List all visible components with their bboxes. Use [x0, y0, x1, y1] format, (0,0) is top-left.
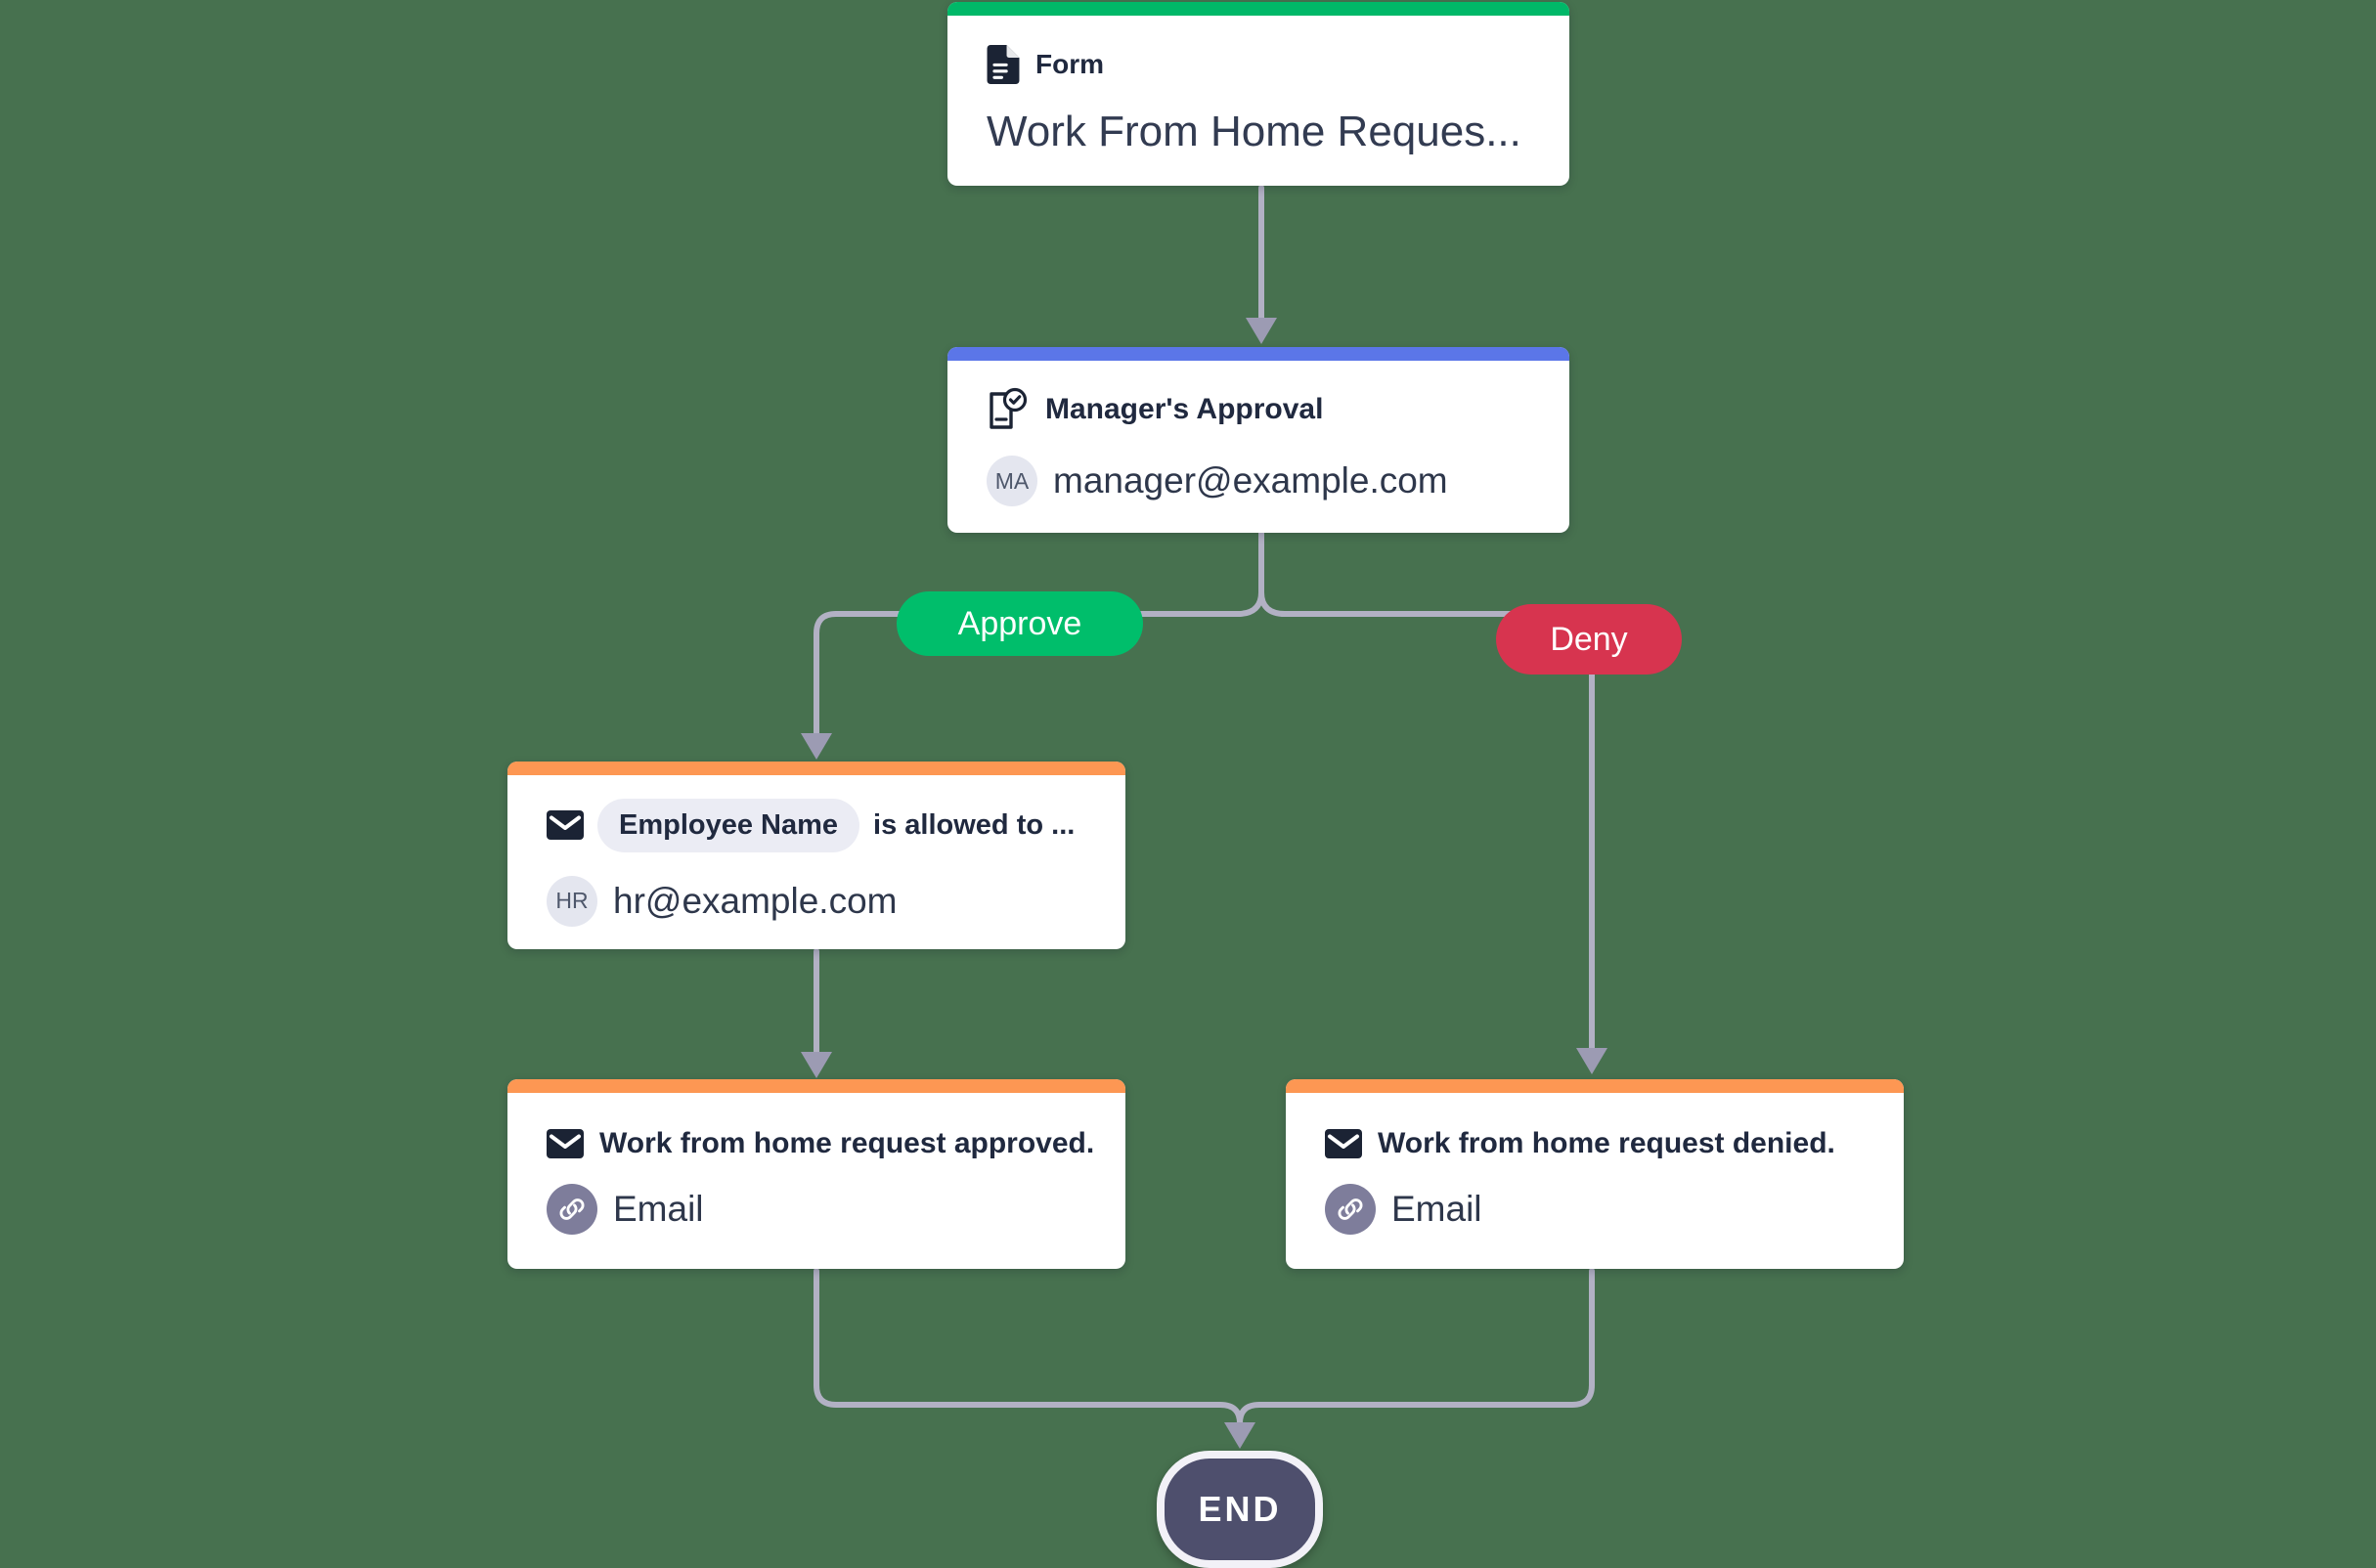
approver-avatar: MA [987, 456, 1037, 506]
deny-label: Deny [1550, 620, 1628, 658]
approval-flow-canvas: Form Work From Home Reques... Manager's … [507, 2, 1904, 1568]
employee-email-accent-bar [507, 762, 1125, 775]
approval-title: Manager's Approval [1045, 393, 1324, 425]
hr-email: hr@example.com [613, 880, 898, 921]
connector-approved-to-merge [814, 1268, 1243, 1426]
approval-accent-bar [947, 347, 1569, 361]
branch-approve-pill[interactable]: Approve [897, 591, 1143, 656]
hr-avatar: HR [547, 875, 597, 927]
flow-connectors [801, 185, 1607, 1449]
employee-email-title-suffix: is allowed to ... [873, 808, 1076, 841]
denied-email-accent-bar [1286, 1079, 1904, 1093]
link-icon [547, 1184, 597, 1235]
form-type-label: Form [1035, 49, 1104, 79]
approval-check-icon [987, 387, 1030, 432]
arrow-into-approval [1246, 318, 1277, 344]
connector-denied-to-merge [1237, 1268, 1595, 1426]
envelope-icon [1325, 1129, 1362, 1158]
node-denied-email[interactable]: Work from home request denied. Email [1286, 1079, 1904, 1269]
denied-channel-label: Email [1391, 1189, 1482, 1229]
denied-email-title: Work from home request denied. [1378, 1127, 1835, 1159]
arrow-into-end [1224, 1422, 1255, 1449]
end-label: END [1198, 1489, 1282, 1529]
node-form[interactable]: Form Work From Home Reques... [947, 2, 1569, 186]
arrow-into-approved-email [801, 1052, 832, 1078]
approved-email-accent-bar [507, 1079, 1125, 1093]
envelope-icon [547, 810, 584, 840]
arrow-into-employee-email [801, 733, 832, 760]
approved-channel-label: Email [613, 1189, 704, 1229]
branch-deny-pill[interactable]: Deny [1496, 604, 1682, 675]
document-icon [987, 45, 1020, 84]
envelope-icon [547, 1129, 584, 1158]
approver-email: manager@example.com [1053, 460, 1448, 501]
arrowheads [801, 318, 1607, 1449]
form-title: Work From Home Reques... [987, 108, 1521, 155]
node-end[interactable]: END [1157, 1451, 1323, 1568]
employee-name-tag: Employee Name [597, 798, 860, 852]
link-icon [1325, 1184, 1376, 1235]
node-managers-approval[interactable]: Manager's Approval MA manager@example.co… [947, 347, 1569, 533]
form-accent-bar [947, 2, 1569, 16]
node-employee-email[interactable]: Employee Name is allowed to ... HR hr@ex… [507, 762, 1125, 949]
arrow-into-denied-email [1576, 1048, 1607, 1074]
approved-email-title: Work from home request approved. [599, 1127, 1095, 1159]
approve-label: Approve [957, 604, 1082, 642]
node-approved-email[interactable]: Work from home request approved. Email [507, 1079, 1125, 1269]
